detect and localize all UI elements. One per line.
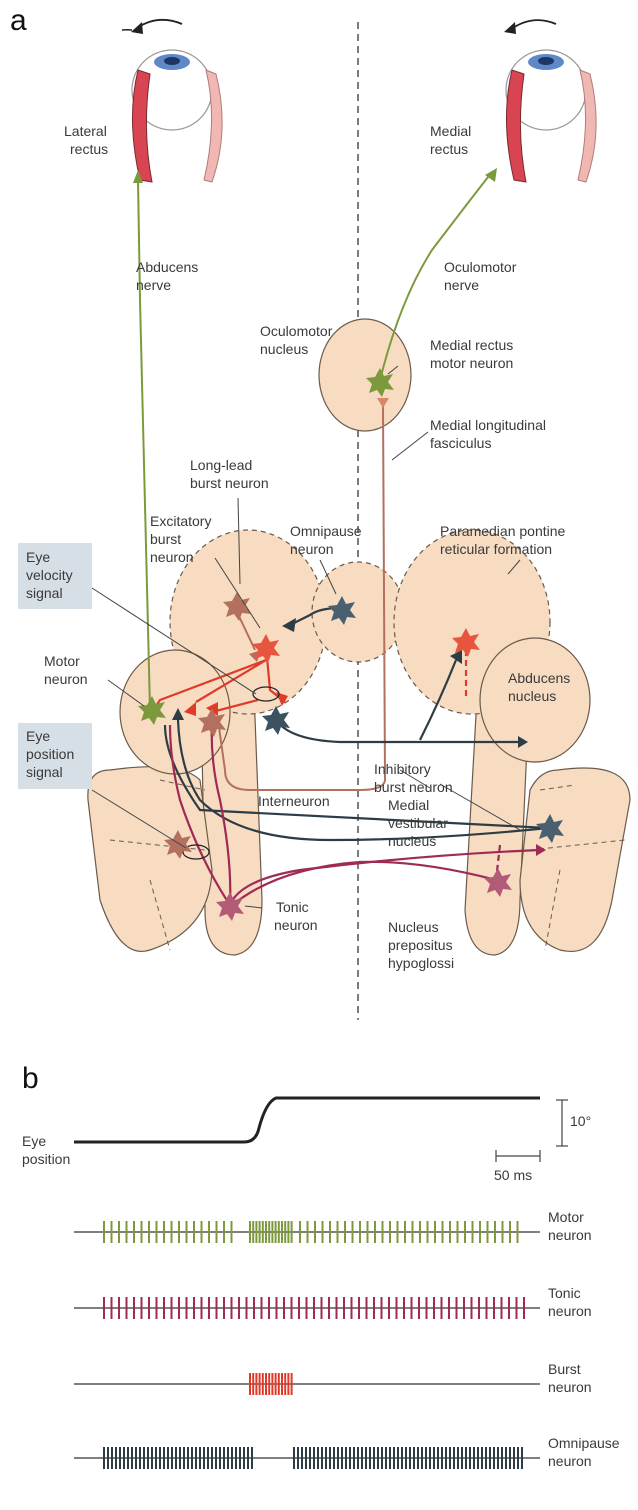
- oculomotor-nerve-label: Oculomotor nerve: [444, 259, 520, 293]
- nph-label: Nucleus prepositus hypoglossi: [388, 919, 456, 971]
- mlf-label: Medial longitudinal fasciculus: [430, 417, 550, 451]
- medial-rectus-label: Medial rectus: [430, 123, 475, 157]
- rotation-arrow-right: [510, 20, 556, 30]
- degree-scale-label: 10°: [570, 1113, 591, 1129]
- nph-axon: [235, 862, 496, 903]
- eye-position-trace: [74, 1098, 540, 1142]
- eye-position-trace-label: Eye position: [22, 1133, 70, 1167]
- left-eye: [122, 20, 222, 182]
- time-scale-label: 50 ms: [494, 1167, 532, 1183]
- brainstem-outline: [88, 319, 630, 955]
- lateral-rectus-label: Lateral rectus: [64, 123, 111, 157]
- train-label-omnipause: Omnipause neuron: [548, 1435, 623, 1469]
- panel-a-letter: a: [10, 4, 27, 37]
- long-lead-burst-label: Long-lead burst neuron: [190, 457, 269, 491]
- medial-rectus-motor-neuron-label: Medial rectus motor neuron: [430, 337, 517, 371]
- mvn-label: Medial vestibular nucleus: [388, 797, 452, 849]
- rotation-arrow-left: [137, 20, 182, 28]
- omnipause-label: Omnipause neuron: [290, 523, 365, 557]
- right-eye: [504, 20, 596, 182]
- abducens-nerve-label: Abducens nerve: [136, 259, 202, 293]
- train-label-burst: Burst neuron: [548, 1361, 592, 1395]
- spike-trains: [74, 1221, 540, 1469]
- train-label-motor: Motor neuron: [548, 1209, 592, 1243]
- motor-neuron-label: Motor neuron: [44, 653, 88, 687]
- panel-b-letter: b: [22, 1062, 39, 1095]
- panel-b: Eye position 10° 50 ms Motor neuron Toni…: [22, 1098, 623, 1469]
- tonic-label: Tonic neuron: [274, 899, 318, 933]
- interneuron-label: Interneuron: [258, 793, 330, 809]
- train-label-tonic: Tonic neuron: [548, 1285, 592, 1319]
